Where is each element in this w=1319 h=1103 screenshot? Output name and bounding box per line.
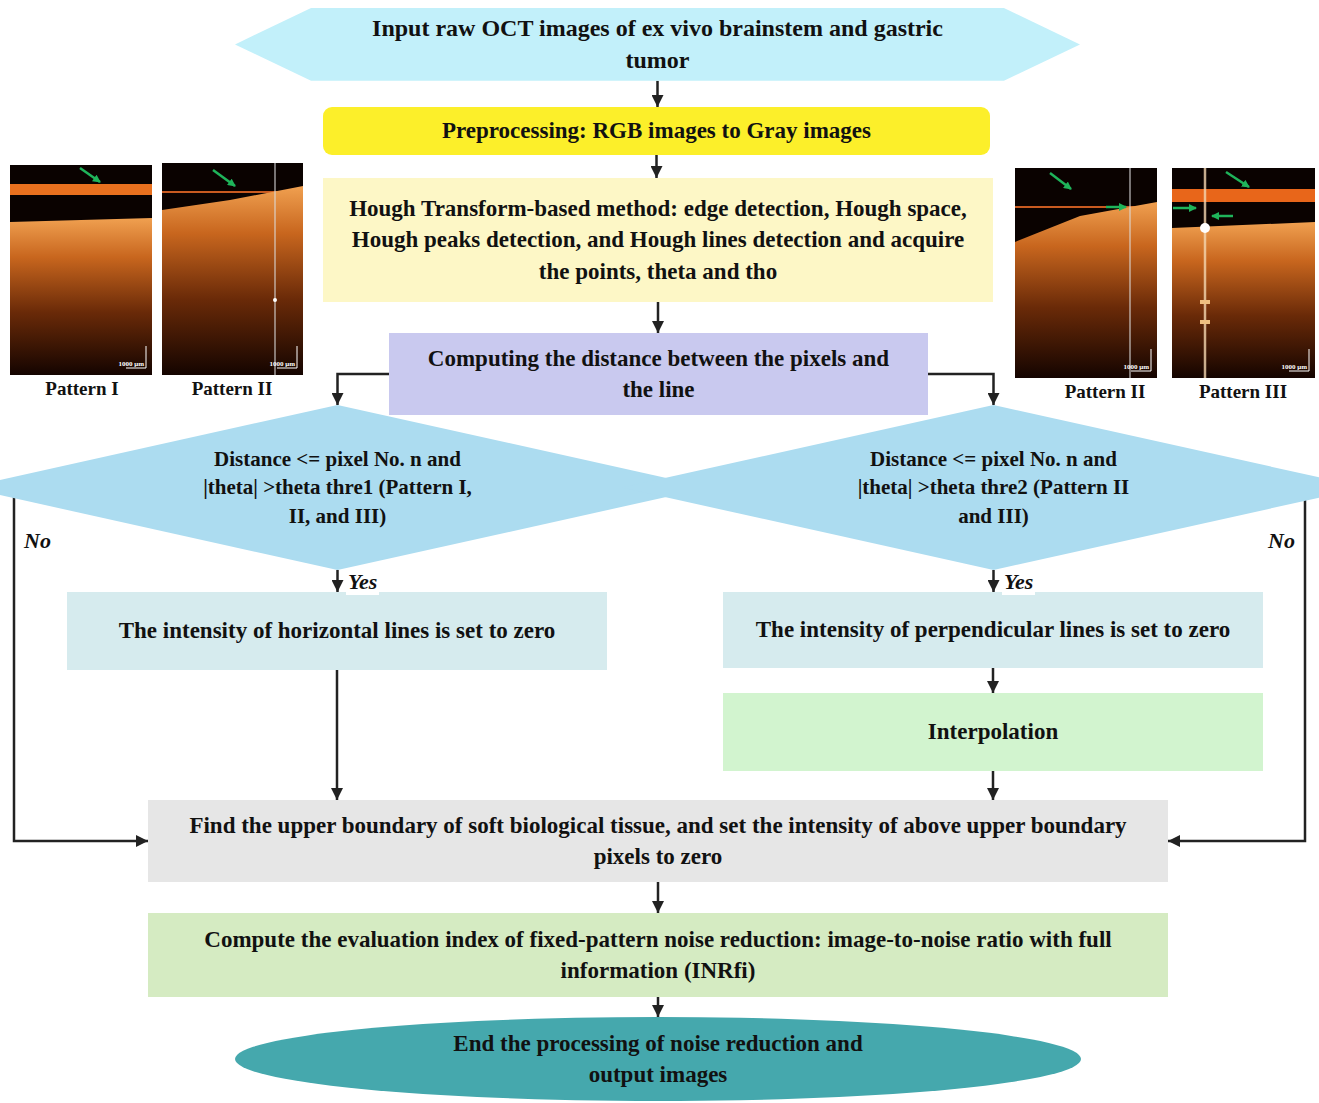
flow-arrow [657, 997, 660, 1017]
flow-arrow [928, 374, 994, 405]
process-box: Interpolation [723, 693, 1263, 771]
flow-arrow [992, 668, 995, 693]
ellipse-outline [235, 1017, 1081, 1101]
scale-bar-label: 1000 μm [249, 360, 295, 368]
decision-diamond: Distance <= pixel No. n and |theta| >the… [0, 405, 709, 570]
branch-label: No [22, 528, 53, 554]
node-text: Preprocessing: RGB images to Gray images [442, 115, 871, 146]
flow-arrow [992, 771, 995, 800]
flow-arrow [338, 374, 390, 405]
branch-label: No [1266, 528, 1297, 554]
flow-arrow [336, 670, 339, 800]
flow-arrow [656, 81, 659, 107]
process-box: Compute the evaluation index of fixed-pa… [148, 913, 1168, 997]
process-box: Find the upper boundary of soft biologic… [148, 800, 1168, 882]
scale-bar-label: 1000 μm [1261, 363, 1307, 371]
oct-image [162, 163, 303, 375]
scale-bar-label: 1000 μm [98, 360, 144, 368]
flow-arrow [657, 882, 660, 913]
oct-image [1172, 168, 1315, 378]
node-text: Compute the evaluation index of fixed-pa… [168, 924, 1148, 986]
flow-arrow [655, 155, 658, 178]
process-box: The intensity of horizontal lines is set… [67, 592, 607, 670]
flow-arrow [657, 302, 660, 333]
flow-arrow [336, 570, 339, 592]
oct-image [10, 165, 152, 375]
node-text: End the processing of noise reduction an… [433, 1028, 883, 1090]
node-text: Find the upper boundary of soft biologic… [168, 810, 1148, 872]
node-text: The intensity of horizontal lines is set… [119, 615, 556, 646]
oct-image [1015, 168, 1157, 378]
process-box: Computing the distance between the pixel… [389, 333, 928, 415]
branch-label: Yes [346, 569, 379, 595]
node-text: The intensity of perpendicular lines is … [756, 614, 1230, 645]
scale-bar-label: 1000 μm [1103, 363, 1149, 371]
node-text: Interpolation [928, 716, 1058, 747]
pattern-label: Pattern III [1183, 381, 1303, 403]
end-oval: End the processing of noise reduction an… [235, 1017, 1081, 1101]
node-text: Computing the distance between the pixel… [411, 343, 906, 405]
pattern-label: Pattern II [1045, 381, 1165, 403]
decision-diamond: Distance <= pixel No. n and |theta| >the… [622, 405, 1319, 570]
process-box: Hough Transform-based method: edge detec… [323, 178, 993, 302]
branch-label: Yes [1002, 569, 1035, 595]
pattern-label: Pattern II [172, 378, 292, 400]
node-text: Distance <= pixel No. n and |theta| >the… [193, 445, 483, 530]
pattern-label: Pattern I [22, 378, 142, 400]
input-hexagon: Input raw OCT images of ex vivo brainste… [235, 8, 1080, 81]
process-box: The intensity of perpendicular lines is … [723, 592, 1263, 668]
node-text: Distance <= pixel No. n and |theta| >the… [849, 445, 1139, 530]
node-text: Input raw OCT images of ex vivo brainste… [345, 12, 970, 77]
flow-arrow [992, 570, 995, 592]
process-box: Preprocessing: RGB images to Gray images [323, 107, 990, 155]
node-text: Hough Transform-based method: edge detec… [343, 193, 973, 286]
